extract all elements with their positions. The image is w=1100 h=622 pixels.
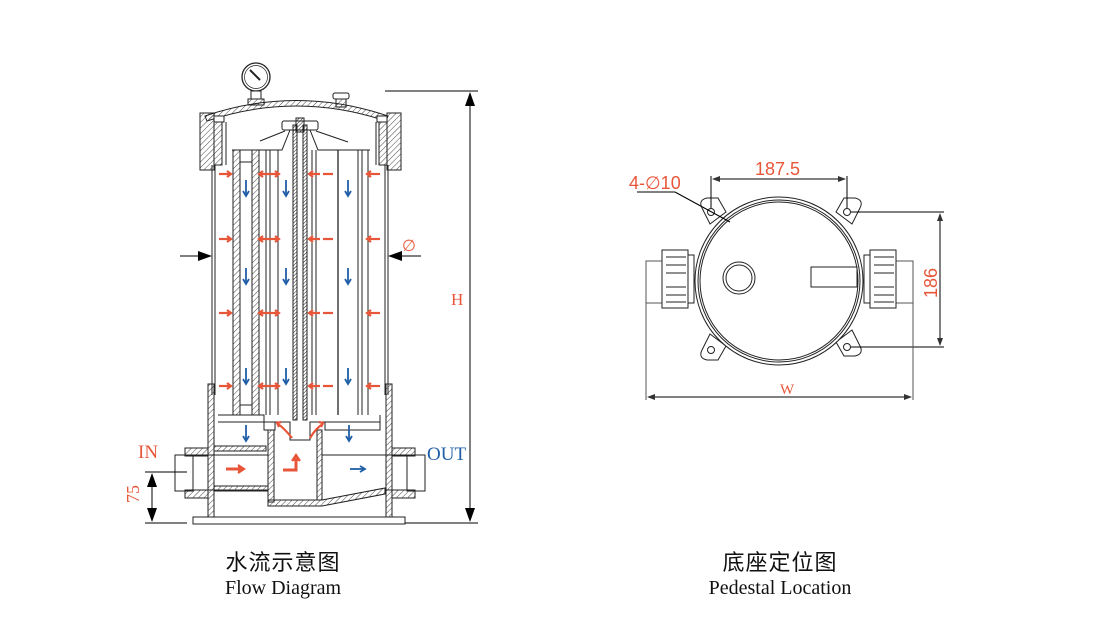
- right-union: [863, 249, 897, 309]
- center-nut: [281, 117, 319, 133]
- flow-diagram-caption: 水流示意图 Flow Diagram: [183, 550, 383, 600]
- width-label: W: [780, 382, 795, 398]
- mount-hole: [707, 346, 715, 354]
- inlet-label: IN: [138, 442, 158, 463]
- outlet-pipe: [322, 447, 426, 499]
- flow-diagram: [174, 62, 426, 525]
- flow-diagram-caption-cn: 水流示意图: [225, 550, 341, 575]
- hole-spec-label: 4-∅10: [629, 173, 681, 193]
- filter-cartridge-right: [311, 150, 369, 415]
- pedestal-caption-en: Pedestal Location: [708, 577, 852, 599]
- pedestal-caption-cn: 底座定位图: [722, 550, 838, 575]
- mount-hole: [843, 343, 851, 351]
- base-flange: [192, 516, 406, 525]
- right-clamp: [376, 112, 402, 171]
- hole-spacing-y-label: 186: [921, 268, 941, 298]
- height-label: H: [451, 290, 463, 309]
- housing-shell: [211, 122, 389, 395]
- outflow-arrows: [242, 180, 367, 473]
- hole-spacing-x-label: 187.5: [755, 159, 800, 179]
- diameter-label: ∅: [402, 238, 416, 255]
- label-window: [810, 266, 858, 288]
- flow-diagram-caption-en: Flow Diagram: [224, 577, 342, 599]
- inlet-pipe: [174, 447, 269, 499]
- body-outer-circle: [694, 196, 864, 366]
- mount-hole: [843, 208, 851, 216]
- inlet-height-label: 75: [123, 485, 143, 503]
- mount-hole: [707, 208, 715, 216]
- pressure-gauge-icon: [241, 62, 271, 106]
- left-union: [661, 249, 695, 309]
- pedestal-caption: 底座定位图 Pedestal Location: [670, 550, 890, 600]
- gauge-port: [722, 261, 756, 295]
- filter-cartridge-left: [232, 149, 279, 416]
- pedestal-diagram: [645, 196, 914, 366]
- center-rod: [292, 124, 308, 421]
- inflow-arrows: [217, 170, 382, 474]
- flow-dimensions: [145, 90, 478, 524]
- outlet-label: OUT: [427, 444, 466, 465]
- lower-body: [207, 383, 393, 520]
- left-clamp: [199, 112, 225, 171]
- pedestal-dimensions: [637, 176, 944, 400]
